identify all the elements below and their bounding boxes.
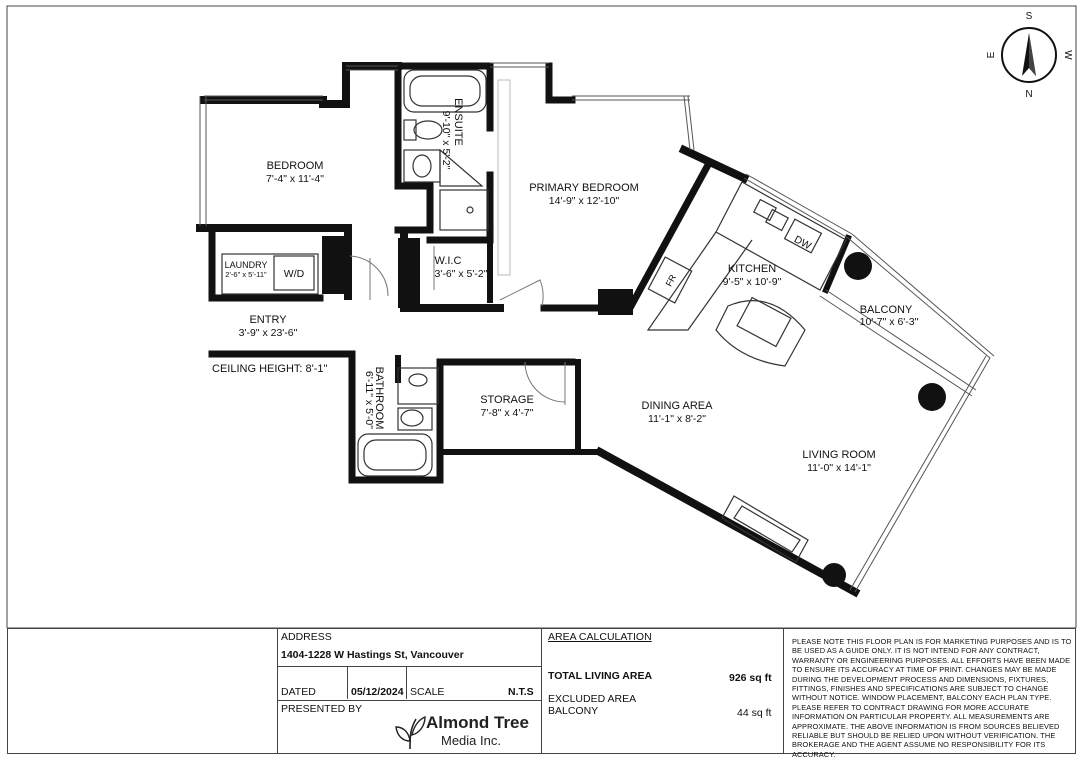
brand-sub: Media Inc. xyxy=(441,733,501,748)
compass-n: N xyxy=(1025,89,1032,100)
entry-dim: 3'-9" x 23'-6" xyxy=(239,327,298,339)
entry-name: ENTRY xyxy=(249,314,287,326)
presented-label: PRESENTED BY xyxy=(281,703,363,715)
kitchen-fr: FR xyxy=(664,272,679,288)
divider xyxy=(277,666,541,667)
disclaimer-notes: PLEASE NOTE THIS FLOOR PLAN IS FOR MARKE… xyxy=(792,637,1072,759)
dated-label: DATED xyxy=(281,686,316,698)
column-1 xyxy=(844,252,872,280)
kitchen-name: KITCHEN xyxy=(728,263,776,275)
divider xyxy=(783,629,784,753)
kitchen-dim: 9'-5" x 10'-9" xyxy=(723,276,782,288)
ensuite-dim: 9'-10" x 5'-2" xyxy=(440,111,452,170)
page-frame xyxy=(6,5,1077,628)
balcony-area-label: BALCONY xyxy=(548,705,599,717)
ensuite-name: ENSUITE xyxy=(452,98,464,146)
doors xyxy=(349,79,566,405)
solid-elements xyxy=(322,236,946,587)
primary-dim: 14'-9" x 12'-10" xyxy=(549,195,620,207)
windows xyxy=(199,62,995,593)
divider xyxy=(406,666,407,699)
storage-name: STORAGE xyxy=(480,394,534,406)
excluded-label: EXCLUDED AREA xyxy=(548,693,637,705)
dining-name: DINING AREA xyxy=(642,400,714,412)
scale-label: SCALE xyxy=(410,686,445,698)
bedroom-dim: 7'-4" x 11'-4" xyxy=(266,173,324,185)
laundry-dim: 2'-6" x 5'-11" xyxy=(225,270,267,279)
living-name: LIVING ROOM xyxy=(802,449,875,461)
compass-e: E xyxy=(986,51,997,58)
bathroom-name: BATHROOM xyxy=(373,367,385,430)
title-block: ADDRESS 1404-1228 W Hastings St, Vancouv… xyxy=(7,628,1076,759)
dated-value: 05/12/2024 xyxy=(351,686,404,698)
divider xyxy=(277,700,541,701)
bathroom-dim: 6'-11" x 5'-0" xyxy=(363,371,375,429)
dining-dim: 11'-1" x 8'-2" xyxy=(648,413,706,425)
compass-s: S xyxy=(1026,11,1033,22)
area-calc-label: AREA CALCULATION xyxy=(548,631,652,643)
laundry-wd: W/D xyxy=(284,268,305,280)
scale-value: N.T.S xyxy=(508,686,534,698)
total-living-value: 926 sq ft xyxy=(729,672,772,684)
column-2 xyxy=(918,383,946,411)
balcony-area-value: 44 sq ft xyxy=(737,707,772,719)
compass: S W N E xyxy=(986,11,1073,100)
column-3 xyxy=(822,563,846,587)
chase xyxy=(322,236,350,294)
address-value: 1404-1228 W Hastings St, Vancouver xyxy=(281,649,464,661)
duct xyxy=(398,238,420,308)
brand-name: Almond Tree xyxy=(426,713,529,732)
fixtures xyxy=(221,69,847,563)
wic-name: W.I.C xyxy=(435,255,462,267)
balcony-name: BALCONY xyxy=(860,304,913,316)
divider xyxy=(277,629,278,753)
storage-dim: 7'-8" x 4'-7" xyxy=(481,407,534,419)
wic-dim: 3'-6" x 5'-2" xyxy=(435,268,488,280)
laundry-name: LAUNDRY xyxy=(225,260,268,270)
walls xyxy=(196,62,861,598)
address-label: ADDRESS xyxy=(281,631,332,643)
bedroom-name: BEDROOM xyxy=(267,160,324,172)
balcony-dim: 10'-7" x 6'-3" xyxy=(860,316,919,328)
divider xyxy=(347,666,348,699)
living-dim: 11'-0" x 14'-1" xyxy=(807,462,871,474)
primary-name: PRIMARY BEDROOM xyxy=(529,182,639,194)
floor-plan: S W N E BEDROOM 7'-4" x 11'-4" LAUNDRY 2… xyxy=(6,5,1077,628)
leaf-logo-icon xyxy=(395,715,426,750)
compass-w: W xyxy=(1062,50,1073,60)
divider xyxy=(541,629,542,753)
total-living-label: TOTAL LIVING AREA xyxy=(548,670,653,682)
ceiling-height: CEILING HEIGHT: 8'-1" xyxy=(212,363,328,375)
kitchen-dw: DW xyxy=(792,233,813,252)
